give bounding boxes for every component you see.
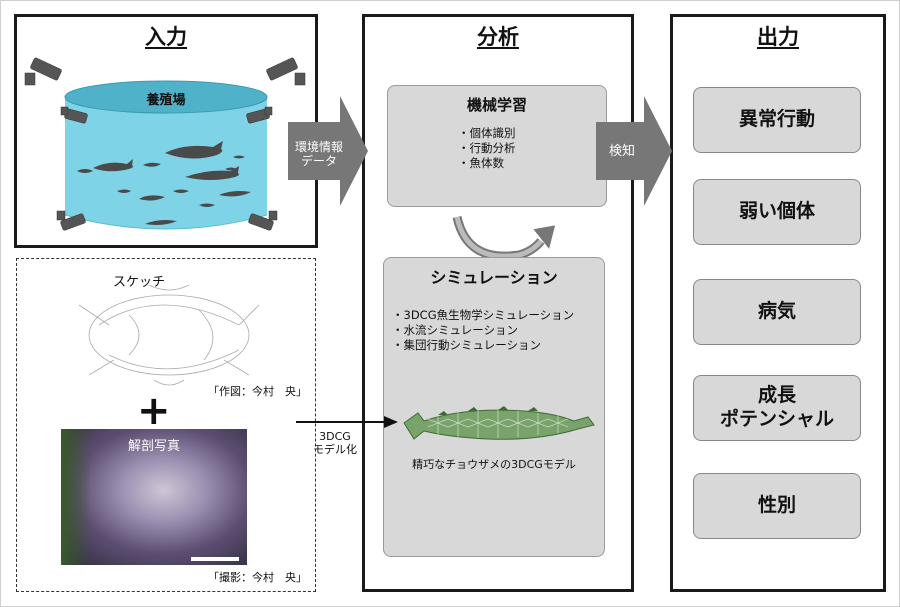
- detect-arrow: [596, 96, 672, 206]
- env-data-label: 環境情報 データ: [294, 140, 343, 168]
- input-title: 入力: [145, 25, 187, 49]
- camera-icon: [246, 106, 273, 124]
- output-item-abnormal-behavior: 異常行動: [693, 87, 861, 153]
- photo-credit: 「撮影：今村 央」: [208, 571, 307, 584]
- env-data-arrow: [288, 96, 368, 206]
- ml-item: ・魚体数: [458, 156, 504, 170]
- sim-item: ・集団行動シミュレーション: [392, 338, 542, 352]
- camera-icon: [24, 57, 62, 86]
- sturgeon-icon: [233, 155, 245, 159]
- camera-icon: [248, 210, 278, 231]
- camera-icon: [266, 57, 306, 86]
- model-caption: 精巧なチョウザメの3DCGモデル: [412, 458, 576, 471]
- modeling-sources-box: スケッチ 「作図：今村 央」 + 解剖写真 「撮影：今村 央」: [16, 258, 316, 592]
- sturgeon-icon: [185, 166, 239, 180]
- modeling-arrow: [296, 416, 398, 428]
- ml-items: ・個体識別 ・行動分析 ・魚体数: [458, 126, 516, 171]
- modeling-label: 3DCG モデル化: [313, 430, 357, 456]
- sturgeon-3dcg-model: [403, 406, 595, 440]
- dissection-photo: 解剖写真: [61, 429, 247, 565]
- sturgeon-icon: [145, 220, 177, 225]
- output-item-disease: 病気: [693, 279, 861, 345]
- ml-item: ・行動分析: [458, 141, 516, 155]
- sturgeon-icon: [93, 159, 133, 172]
- plus-sign: +: [137, 388, 171, 434]
- input-panel: 入力: [14, 14, 318, 248]
- sturgeon-icon: [225, 167, 237, 171]
- ml-item: ・個体識別: [458, 126, 516, 140]
- sim-item: ・3DCG魚生物学シミュレーション: [392, 308, 575, 322]
- output-item-weak-individual: 弱い個体: [693, 179, 861, 245]
- sturgeon-icon: [219, 191, 251, 197]
- output-item-growth-potential: 成長 ポテンシャル: [693, 375, 861, 441]
- analysis-title: 分析: [477, 25, 519, 49]
- sturgeon-icon: [139, 195, 165, 201]
- tank-label: 養殖場: [146, 93, 186, 108]
- simulation-box: シミュレーション ・3DCG魚生物学シミュレーション ・水流シミュレーション ・…: [383, 257, 605, 557]
- camera-icon: [60, 106, 88, 124]
- machine-learning-box: 機械学習 ・個体識別 ・行動分析 ・魚体数: [387, 85, 607, 207]
- ml-title: 機械学習: [466, 96, 527, 114]
- sketch-label: スケッチ: [113, 275, 166, 290]
- sturgeon-icon: [143, 162, 161, 167]
- sketch-drawing: [78, 284, 260, 386]
- detect-label: 検知: [608, 144, 635, 159]
- sim-items: ・3DCG魚生物学シミュレーション ・水流シミュレーション ・集団行動シミュレー…: [392, 308, 574, 353]
- feedback-arrow: [452, 215, 556, 261]
- sketch-credit: 「作図：今村 央」: [208, 385, 307, 398]
- output-title: 出力: [757, 25, 799, 49]
- photo-label: 解剖写真: [127, 439, 180, 454]
- sim-item: ・水流シミュレーション: [392, 323, 519, 337]
- output-panel: 出力 異常行動 弱い個体 病気 成長 ポテンシャル 性別: [670, 14, 886, 592]
- output-item-sex: 性別: [693, 473, 861, 539]
- sturgeon-icon: [117, 189, 131, 193]
- analysis-panel: 分析 機械学習 ・個体識別 ・行動分析 ・魚体数 シミュレーション ・3DCG魚…: [362, 14, 634, 592]
- sturgeon-icon: [77, 169, 93, 173]
- sturgeon-icon: [173, 189, 189, 193]
- sturgeon-icon: [165, 141, 223, 159]
- sturgeon-icon: [199, 203, 215, 207]
- camera-icon: [56, 210, 86, 231]
- sim-title: シミュレーション: [430, 268, 558, 287]
- aquaculture-tank-illustration: [24, 57, 306, 231]
